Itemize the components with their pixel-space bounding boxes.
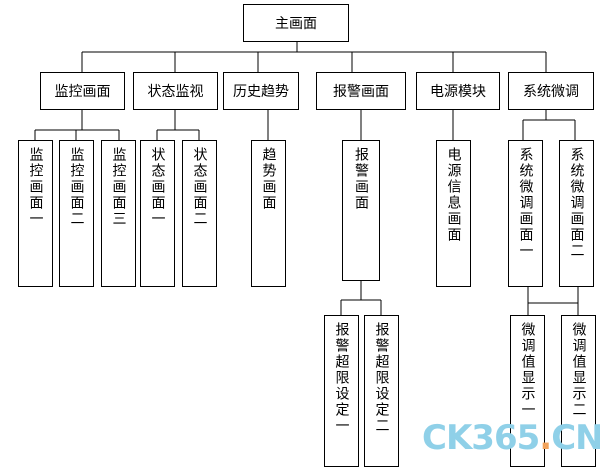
node-power-info: 电源信息画面 <box>436 140 471 287</box>
node-status-2-label: 状态画面二 <box>191 147 208 227</box>
watermark-text: CK365 <box>422 418 540 458</box>
root-node: 主画面 <box>243 4 349 42</box>
node-status: 状态监视 <box>133 72 218 110</box>
node-tune-label: 系统微调 <box>523 84 579 100</box>
node-alarm-limit-1: 报警超限设定一 <box>324 315 359 467</box>
node-alarm-screen: 报警画面 <box>342 140 380 281</box>
node-monitor-1-label: 监控画面一 <box>27 147 44 227</box>
node-monitor: 监控画面 <box>40 72 125 110</box>
node-alarm-label: 报警画面 <box>333 84 389 100</box>
site-watermark: CK365.CN <box>422 418 600 458</box>
node-monitor-2-label: 监控画面二 <box>68 147 85 227</box>
node-trend-label: 趋势画面 <box>260 147 277 211</box>
root-label: 主画面 <box>275 16 317 32</box>
node-status-2: 状态画面二 <box>182 140 217 287</box>
node-monitor-label: 监控画面 <box>54 84 111 100</box>
node-tune-1: 系统微调画面一 <box>508 140 543 287</box>
node-status-1-label: 状态画面一 <box>149 147 166 227</box>
node-tune-value-1-label: 微调值显示一 <box>519 322 536 418</box>
node-tune-2: 系统微调画面二 <box>559 140 594 287</box>
node-alarm: 报警画面 <box>316 72 406 110</box>
node-alarm-limit-1-label: 报警超限设定一 <box>333 322 350 434</box>
watermark-dot: . <box>539 418 552 458</box>
node-tune-value-2: 微调值显示二 <box>561 315 596 467</box>
node-trend: 趋势画面 <box>251 140 286 287</box>
node-power-label: 电源模块 <box>430 84 486 100</box>
node-monitor-1: 监控画面一 <box>18 140 53 287</box>
node-monitor-3-label: 监控画面三 <box>110 147 127 227</box>
node-history: 历史趋势 <box>223 72 299 110</box>
node-alarm-screen-label: 报警画面 <box>353 147 369 211</box>
node-power-info-label: 电源信息画面 <box>445 147 462 243</box>
watermark-tld: CN <box>551 418 600 458</box>
node-tune-2-label: 系统微调画面二 <box>568 147 585 259</box>
node-monitor-3: 监控画面三 <box>101 140 136 287</box>
node-tune-value-2-label: 微调值显示二 <box>570 322 587 418</box>
node-tune: 系统微调 <box>508 72 594 110</box>
node-tune-value-1: 微调值显示一 <box>510 315 545 467</box>
node-alarm-limit-2-label: 报警超限设定二 <box>373 322 390 434</box>
node-power: 电源模块 <box>416 72 500 110</box>
node-status-1: 状态画面一 <box>140 140 175 287</box>
node-history-label: 历史趋势 <box>233 84 289 100</box>
node-tune-1-label: 系统微调画面一 <box>517 147 534 259</box>
node-alarm-limit-2: 报警超限设定二 <box>364 315 399 467</box>
node-monitor-2: 监控画面二 <box>59 140 94 287</box>
node-status-label: 状态监视 <box>147 84 204 100</box>
